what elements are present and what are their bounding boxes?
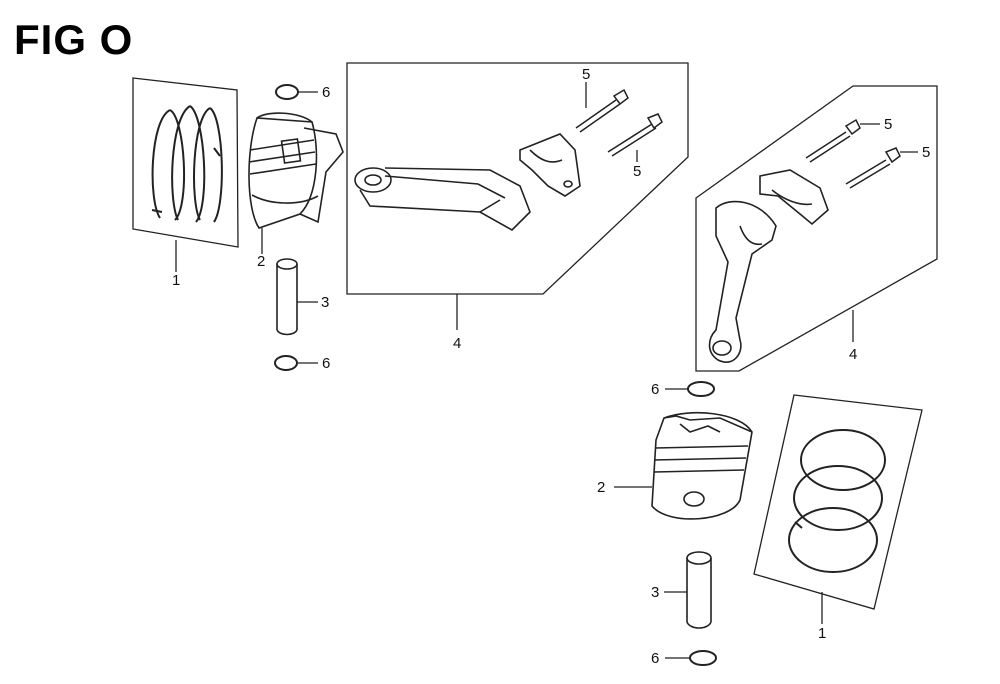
piston-ring-set-left bbox=[151, 105, 223, 223]
callout-3-right: 3 bbox=[651, 584, 659, 601]
connecting-rod-top bbox=[354, 133, 581, 231]
rod-bolt-right-2 bbox=[845, 147, 901, 189]
callout-5-right-2: 5 bbox=[922, 144, 930, 161]
pin-clip-left-bottom bbox=[274, 355, 298, 371]
piston-left bbox=[248, 112, 344, 229]
callout-4-top: 4 bbox=[453, 335, 461, 352]
connecting-rod-box-top bbox=[346, 62, 689, 295]
callout-5-top-2: 5 bbox=[633, 163, 641, 180]
ring-set-box-right bbox=[753, 394, 923, 610]
callout-1-left: 1 bbox=[172, 272, 180, 289]
piston-ring-set-right bbox=[788, 429, 886, 573]
callout-6-left-bottom: 6 bbox=[322, 355, 330, 372]
callout-2-left: 2 bbox=[257, 253, 265, 270]
callout-3-left: 3 bbox=[321, 294, 329, 311]
connecting-rod-box-right bbox=[695, 85, 938, 372]
callout-6-right-bottom: 6 bbox=[651, 650, 659, 667]
figure-title: FIG O bbox=[14, 16, 134, 63]
pin-clip-right-top bbox=[687, 381, 715, 397]
callout-5-top-1: 5 bbox=[582, 66, 590, 83]
callout-4-right: 4 bbox=[849, 346, 857, 363]
connecting-rod-right bbox=[708, 169, 829, 363]
pin-clip-right-bottom bbox=[689, 650, 717, 666]
callout-6-right-top: 6 bbox=[651, 381, 659, 398]
callout-6-left-top: 6 bbox=[322, 84, 330, 101]
rod-bolt-right-1 bbox=[805, 118, 861, 163]
callout-5-right-1: 5 bbox=[884, 116, 892, 133]
piston-pin-right bbox=[686, 551, 712, 629]
pin-clip-left-top bbox=[275, 84, 299, 100]
rod-bolt-top-2 bbox=[607, 113, 663, 157]
rod-bolt-top-1 bbox=[575, 88, 629, 133]
callout-1-right: 1 bbox=[818, 625, 826, 642]
ring-set-box-left bbox=[132, 77, 239, 248]
callout-2-right: 2 bbox=[597, 479, 605, 496]
piston-right bbox=[651, 411, 753, 520]
piston-pin-left bbox=[276, 258, 298, 336]
